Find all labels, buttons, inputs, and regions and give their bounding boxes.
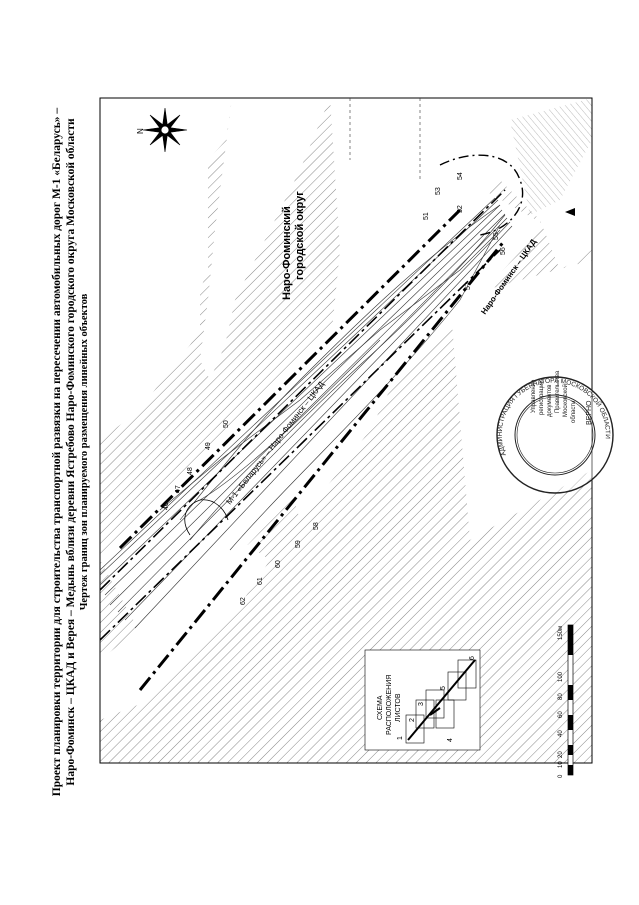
north-label: N — [136, 128, 145, 134]
point-59: 59 — [295, 540, 302, 548]
point-numbers: 46 47 48 49 50 51 52 53 54 55 56 57 58 5… — [163, 172, 507, 605]
point-52: 52 — [457, 205, 464, 213]
point-56: 56 — [500, 247, 507, 255]
scale-tick-150: 150м — [558, 626, 564, 640]
sheet-5: 5 — [440, 686, 447, 690]
scale-bar: 0 10 20 40 60 80 100 150м — [558, 624, 574, 778]
point-58: 58 — [313, 522, 320, 530]
point-62: 62 — [240, 597, 247, 605]
scheme-title-2: РАСПОЛОЖЕНИЯ — [386, 675, 393, 735]
scale-tick-0: 0 — [558, 774, 564, 778]
point-51: 51 — [423, 212, 430, 220]
point-49: 49 — [205, 442, 212, 450]
scale-tick-10: 10 — [558, 761, 564, 768]
map-frame — [99, 97, 593, 764]
stamp-inner-3: документов — [547, 385, 553, 417]
scale-tick-40: 40 — [558, 730, 564, 737]
compass-rose-icon — [142, 107, 188, 153]
scale-tick-80: 80 — [558, 693, 564, 700]
scheme-title-1: СХЕМА — [377, 695, 384, 720]
stamp-inner-1: Управление — [531, 379, 537, 413]
scale-tick-20: 20 — [558, 751, 564, 758]
stamp-inner-5: Московской — [562, 384, 569, 417]
point-53: 53 — [435, 187, 442, 195]
point-61: 61 — [257, 577, 264, 585]
sheet-6: 6 — [469, 656, 476, 660]
sheet-3: 3 — [418, 702, 425, 706]
point-60: 60 — [275, 560, 282, 568]
point-55: 55 — [493, 232, 500, 240]
junction-arc — [184, 499, 229, 536]
district-label-1: Наро-Фоминский — [281, 206, 293, 300]
boundary-lines — [99, 154, 524, 691]
point-48: 48 — [187, 467, 194, 475]
scheme-title-3: ЛИСТОВ — [395, 693, 402, 722]
point-54: 54 — [457, 172, 464, 180]
point-57: 57 — [465, 282, 472, 290]
scale-tick-100: 100 — [558, 671, 564, 682]
stamp-mark: ВЕРНО — [586, 400, 593, 425]
district-label-2: городской округ — [294, 191, 306, 280]
sheet-2: 2 — [409, 718, 416, 722]
point-50: 50 — [223, 420, 230, 428]
road-lines — [99, 98, 513, 629]
sheet-scheme: СХЕМА РАСПОЛОЖЕНИЯ ЛИСТОВ 1 2 3 4 5 6 — [364, 649, 481, 751]
stamp-inner-2: регистрации — [539, 380, 545, 415]
stamp-inner-6: области — [571, 401, 577, 423]
arrow-marker-icon — [565, 208, 575, 216]
sheet-4: 4 — [447, 738, 454, 742]
sheet-1: 1 — [397, 736, 404, 740]
stamp-inner-4: Правительства — [555, 370, 561, 413]
point-47: 47 — [175, 485, 182, 493]
point-46: 46 — [163, 502, 170, 510]
scale-tick-60: 60 — [558, 711, 564, 718]
